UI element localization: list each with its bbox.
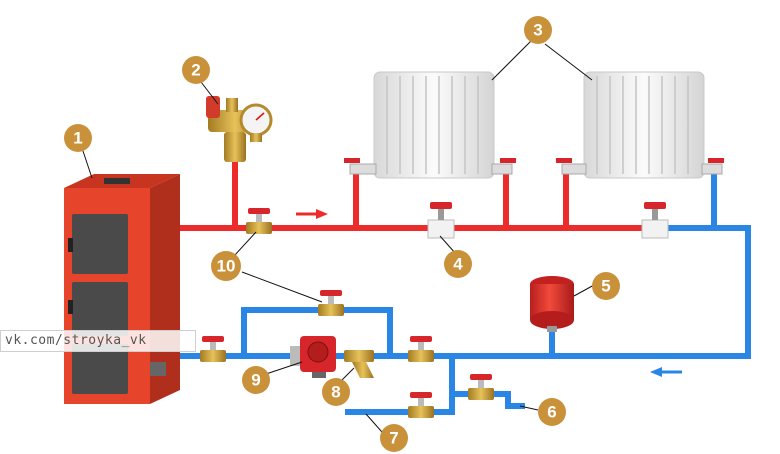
callout-6: 6 xyxy=(538,398,566,426)
return-piping xyxy=(175,169,751,415)
callout-7: 7 xyxy=(380,424,408,452)
callout-5-label: 5 xyxy=(601,277,610,296)
callout-10-label: 10 xyxy=(217,257,236,276)
callout-8: 8 xyxy=(322,378,350,406)
boiler-upper-door xyxy=(72,214,128,274)
callout-1: 1 xyxy=(64,124,92,152)
ball-valve-pump-outlet xyxy=(408,336,434,362)
leader-1 xyxy=(81,147,93,179)
ball-valve-boiler-return xyxy=(200,336,226,362)
callout-10: 10 xyxy=(211,251,241,281)
radiator1-inlet-valve xyxy=(344,158,377,175)
callout-2-label: 2 xyxy=(191,61,200,80)
boiler-lower-door xyxy=(72,282,128,336)
leader-9 xyxy=(265,361,303,375)
callout-6-label: 6 xyxy=(547,403,556,422)
radiator2-outlet-valve xyxy=(701,158,724,175)
bypass-valve-1 xyxy=(427,202,455,239)
circulation-pump xyxy=(290,336,336,378)
leader-7 xyxy=(365,413,383,433)
callout-9-label: 9 xyxy=(251,371,260,390)
callout-5: 5 xyxy=(592,272,620,300)
expansion-tank xyxy=(530,276,574,332)
radiator2-inlet-valve xyxy=(556,158,587,175)
ball-valve-drain xyxy=(468,374,494,400)
supply-flow-arrow xyxy=(296,209,328,219)
pump-bypass-loop xyxy=(241,307,393,359)
leader-2 xyxy=(200,81,219,105)
strainer xyxy=(344,350,374,378)
ball-valve-bypass xyxy=(318,290,344,316)
callout-3: 3 xyxy=(524,16,552,44)
callout-2: 2 xyxy=(182,56,210,84)
callout-3-label: 3 xyxy=(533,21,542,40)
callout-7-label: 7 xyxy=(389,429,398,448)
radiator-valves xyxy=(344,158,724,175)
boiler-ash-door xyxy=(72,344,128,394)
radiator-left xyxy=(373,71,495,179)
callout-1-label: 1 xyxy=(73,129,82,148)
radiator-right xyxy=(583,71,705,179)
callout-9: 9 xyxy=(242,366,270,394)
safety-group xyxy=(206,96,273,162)
leader-10a xyxy=(233,231,257,257)
safety-valve xyxy=(206,96,220,118)
callout-4: 4 xyxy=(444,250,472,278)
bypass-valve-2 xyxy=(641,202,669,239)
return-flow-arrow xyxy=(650,367,682,377)
ball-valve-supply xyxy=(246,208,272,234)
fill-line-pipe xyxy=(345,353,455,415)
leader-5 xyxy=(573,284,595,297)
leader-6 xyxy=(519,405,539,411)
leader-3a xyxy=(491,39,533,81)
callout-8-label: 8 xyxy=(331,383,340,402)
watermark-text: vk.com/stroyka_vk xyxy=(0,330,196,352)
callout-4-label: 4 xyxy=(453,255,463,274)
callout-leaders xyxy=(81,39,595,433)
leader-10b xyxy=(241,271,323,303)
boiler xyxy=(64,174,180,404)
callout-badges: 1 2 3 4 5 6 7 8 xyxy=(64,16,620,452)
radiator1-outlet-valve xyxy=(491,158,516,175)
ball-valve-fill xyxy=(408,392,434,418)
leader-3b xyxy=(544,43,593,81)
